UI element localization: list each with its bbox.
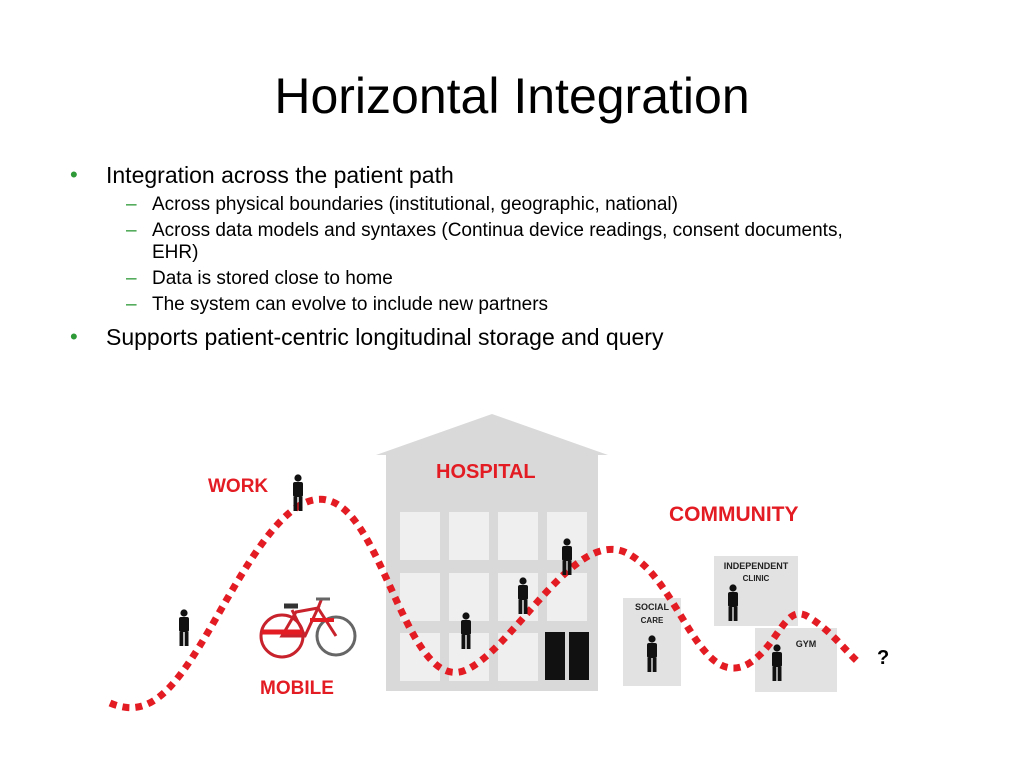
mobile-label: MOBILE bbox=[260, 678, 334, 699]
independent-clinic-label: CLINIC bbox=[743, 574, 770, 583]
hospital-label: HOSPITAL bbox=[436, 461, 536, 483]
sub-bullet-item: – Across physical boundaries (institutio… bbox=[70, 194, 970, 216]
hospital-roof bbox=[376, 414, 608, 455]
dash-icon: – bbox=[126, 194, 137, 215]
bullet-list: • Integration across the patient path – … bbox=[70, 160, 970, 352]
sub-bullet-item: – The system can evolve to include new p… bbox=[70, 294, 970, 316]
dash-icon: – bbox=[126, 220, 137, 241]
social-care-label: CARE bbox=[641, 616, 664, 625]
bullet-text: Integration across the patient path bbox=[106, 162, 454, 188]
sub-bullet-continuation: EHR) bbox=[70, 242, 970, 264]
sub-bullet-text: Data is stored close to home bbox=[152, 268, 393, 289]
dash-icon: – bbox=[126, 268, 137, 289]
independent-clinic-label: INDEPENDENT bbox=[724, 561, 789, 571]
gym-box bbox=[755, 628, 837, 692]
gym-label: GYM bbox=[796, 639, 817, 649]
hospital-windows bbox=[400, 512, 587, 681]
slide-title: Horizontal Integration bbox=[274, 68, 750, 124]
hospital-door-left bbox=[545, 632, 565, 680]
sub-bullet-text: EHR) bbox=[152, 242, 199, 263]
hospital-door-right bbox=[569, 632, 589, 680]
sub-bullet-text: Across physical boundaries (institutiona… bbox=[152, 194, 678, 215]
patient-path-line bbox=[108, 495, 861, 712]
bullet-item: • Integration across the patient path bbox=[70, 160, 970, 190]
dash-icon: – bbox=[126, 294, 137, 315]
social-care-label: SOCIAL bbox=[635, 602, 670, 612]
bullet-item: • Supports patient-centric longitudinal … bbox=[70, 322, 970, 352]
bullet-text: Supports patient-centric longitudinal st… bbox=[106, 324, 664, 350]
sub-bullet-item: – Data is stored close to home bbox=[70, 268, 970, 290]
sub-bullet-text: Across data models and syntaxes (Continu… bbox=[152, 220, 843, 241]
sub-bullet-item: – Across data models and syntaxes (Conti… bbox=[70, 220, 970, 242]
community-label: COMMUNITY bbox=[669, 503, 799, 526]
bullet-dot-icon: • bbox=[70, 324, 78, 349]
bicycle-icon bbox=[259, 597, 357, 659]
person-icon bbox=[179, 609, 189, 646]
independent-clinic-box bbox=[714, 556, 798, 626]
sub-bullet-text: The system can evolve to include new par… bbox=[152, 294, 549, 315]
unknown-partner-label: ? bbox=[877, 647, 889, 669]
work-label: WORK bbox=[208, 476, 268, 497]
bullet-dot-icon: • bbox=[70, 162, 78, 187]
